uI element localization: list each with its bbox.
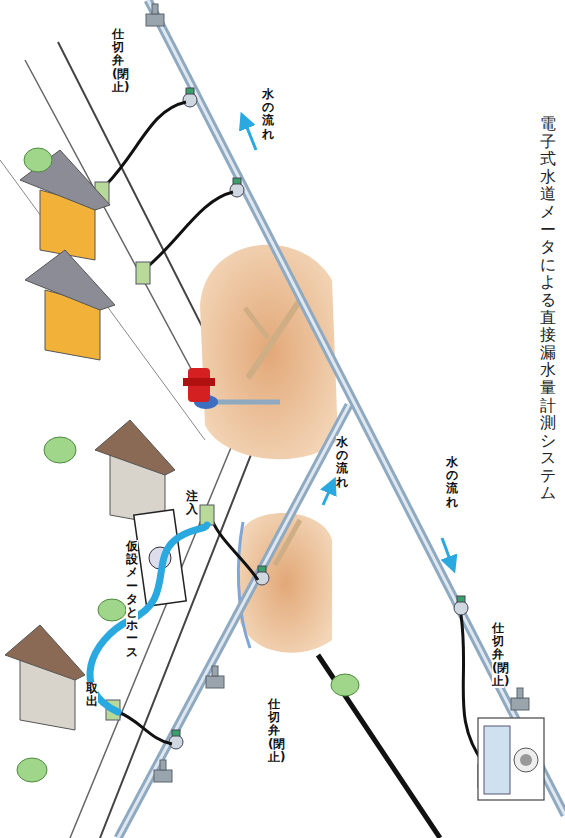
callout-label: 水の流れ [262,88,274,141]
callout-label: 注入 [186,490,198,516]
callout-label: 仕切弁(閉止) [268,698,280,764]
callout-label: 水の流れ [446,456,458,509]
callout-label: 取出 [86,682,98,708]
callout-label: 仮設メータとホース [126,540,138,659]
callout-label: 仕切弁(閉止) [112,28,124,94]
figure-caption: 電子式水道メータによる直接漏水量計測システム [540,115,556,502]
callout-label: 仕切弁(閉止) [492,622,504,688]
callout-label: 水の流れ [336,436,348,489]
